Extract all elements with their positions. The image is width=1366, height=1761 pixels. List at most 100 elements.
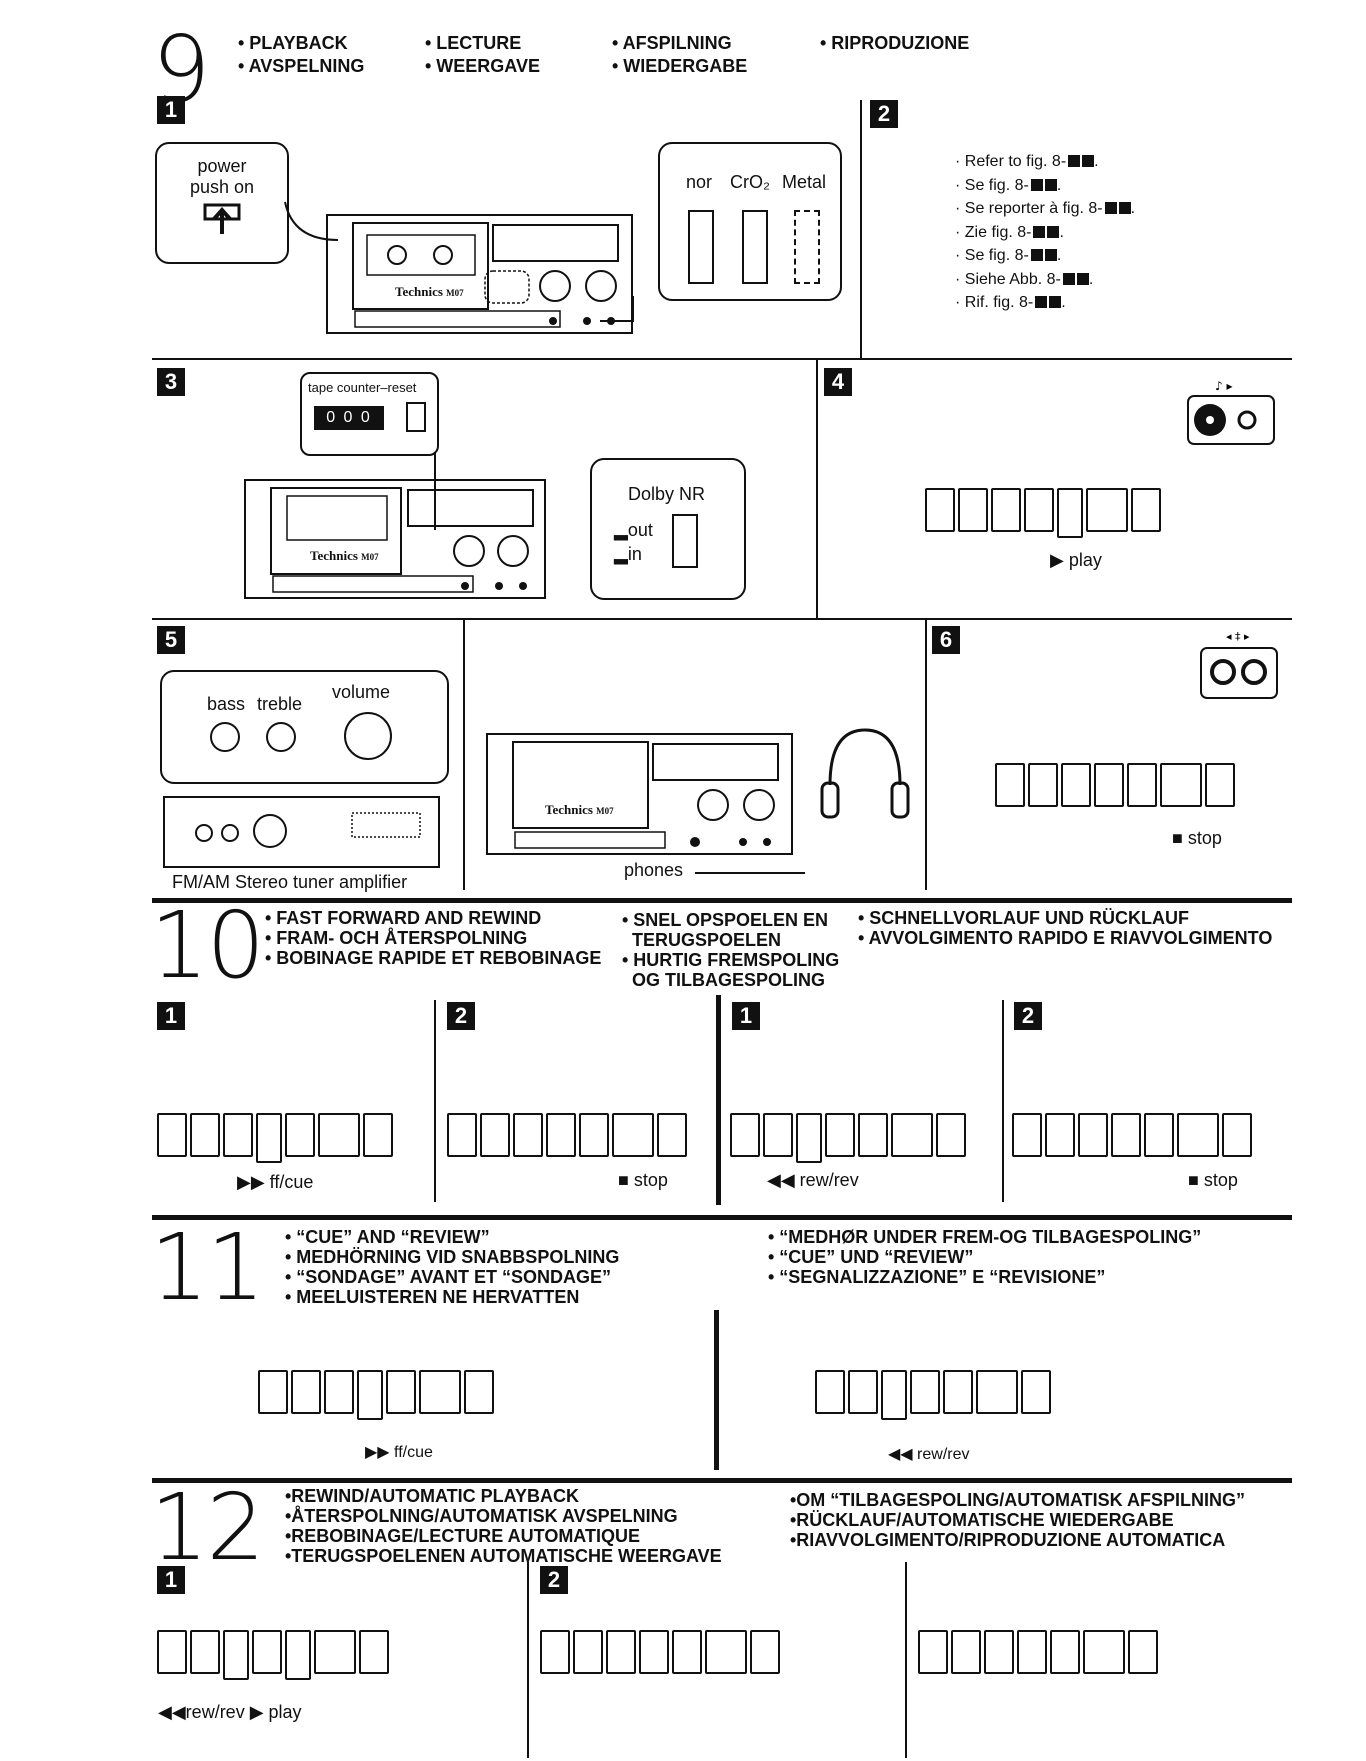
stop-key[interactable] [318, 1113, 360, 1157]
fastforward-key[interactable] [910, 1370, 940, 1414]
rewind-key[interactable] [513, 1113, 543, 1157]
fastforward-key[interactable] [639, 1630, 669, 1674]
pause-key[interactable] [363, 1113, 393, 1157]
record-key[interactable] [480, 1113, 510, 1157]
heading-playback: • PLAYBACK [238, 33, 364, 53]
record-key[interactable] [958, 488, 988, 532]
pause-key[interactable] [359, 1630, 389, 1674]
record-key[interactable] [190, 1630, 220, 1674]
svg-text:♪ ▸: ♪ ▸ [1215, 379, 1233, 393]
sec10-lang-col3: • SCHNELLVORLAUF UND RÜCKLAUF • AVVOLGIM… [858, 908, 1272, 948]
record-key[interactable] [848, 1370, 878, 1414]
stop-key[interactable] [976, 1370, 1018, 1414]
pause-key[interactable] [1131, 488, 1161, 532]
eject-key[interactable] [815, 1370, 845, 1414]
eject-key[interactable] [925, 488, 955, 532]
stop-key[interactable] [705, 1630, 747, 1674]
play-key[interactable] [943, 1370, 973, 1414]
deck-1-brand: Technics M07 [395, 284, 464, 300]
eject-key[interactable] [730, 1113, 760, 1157]
fastforward-key[interactable] [357, 1370, 383, 1420]
eject-key[interactable] [540, 1630, 570, 1674]
stop-key[interactable] [314, 1630, 356, 1674]
rewind-key[interactable] [984, 1630, 1014, 1674]
divider-thick [716, 995, 721, 1205]
rewind-key[interactable] [606, 1630, 636, 1674]
eject-key[interactable] [918, 1630, 948, 1674]
section-rule-thick [152, 1478, 1292, 1483]
fastforward-key[interactable] [825, 1113, 855, 1157]
play-key[interactable] [285, 1630, 311, 1680]
pause-key[interactable] [1128, 1630, 1158, 1674]
transport-keys-cue [258, 1370, 494, 1420]
fastforward-key[interactable] [1017, 1630, 1047, 1674]
fastforward-key[interactable] [256, 1113, 282, 1163]
pause-key[interactable] [750, 1630, 780, 1674]
transport-keys-auto-2 [540, 1630, 780, 1674]
stop-key[interactable] [1083, 1630, 1125, 1674]
pause-key[interactable] [464, 1370, 494, 1414]
play-key[interactable] [579, 1113, 609, 1157]
pause-key[interactable] [1205, 763, 1235, 807]
rewind-key[interactable] [991, 488, 1021, 532]
bass-knob[interactable] [210, 722, 240, 752]
step-1-badge: 1 [157, 96, 185, 124]
tape-cro2-button[interactable] [742, 210, 768, 284]
rewind-key[interactable] [796, 1113, 822, 1163]
stop-key[interactable] [1160, 763, 1202, 807]
counter-reset-button[interactable] [406, 402, 426, 432]
stop-key[interactable] [891, 1113, 933, 1157]
stop-key[interactable] [612, 1113, 654, 1157]
treble-label: treble [257, 694, 302, 715]
rewind-key[interactable] [223, 1630, 249, 1680]
pause-key[interactable] [1021, 1370, 1051, 1414]
play-key[interactable] [285, 1113, 315, 1157]
record-key[interactable] [1028, 763, 1058, 807]
eject-key[interactable] [995, 763, 1025, 807]
play-key[interactable] [1144, 1113, 1174, 1157]
treble-knob[interactable] [266, 722, 296, 752]
sec9-lang-col3: • AFSPILNING • WIEDERGABE [612, 33, 747, 76]
record-key[interactable] [1045, 1113, 1075, 1157]
rewind-key[interactable] [223, 1113, 253, 1157]
fastforward-key[interactable] [1024, 488, 1054, 532]
record-key[interactable] [573, 1630, 603, 1674]
volume-knob[interactable] [344, 712, 392, 760]
fastforward-key[interactable] [1094, 763, 1124, 807]
play-key[interactable] [672, 1630, 702, 1674]
eject-key[interactable] [157, 1113, 187, 1157]
play-key[interactable] [858, 1113, 888, 1157]
record-key[interactable] [291, 1370, 321, 1414]
fastforward-key[interactable] [546, 1113, 576, 1157]
play-key[interactable] [1050, 1630, 1080, 1674]
heading-wiedergabe: • WIEDERGABE [612, 56, 747, 76]
eject-key[interactable] [157, 1630, 187, 1674]
fastforward-key[interactable] [252, 1630, 282, 1674]
dolby-switch[interactable] [672, 514, 698, 568]
eject-key[interactable] [258, 1370, 288, 1414]
record-key[interactable] [190, 1113, 220, 1157]
stop-key[interactable] [1177, 1113, 1219, 1157]
stop-key[interactable] [1086, 488, 1128, 532]
play-key[interactable] [1057, 488, 1083, 538]
step-2-badge: 2 [870, 100, 898, 128]
record-key[interactable] [951, 1630, 981, 1674]
fastforward-key[interactable] [1111, 1113, 1141, 1157]
play-key[interactable] [1127, 763, 1157, 807]
rewind-key[interactable] [1061, 763, 1091, 807]
rewind-key[interactable] [881, 1370, 907, 1420]
record-key[interactable] [763, 1113, 793, 1157]
eject-key[interactable] [1012, 1113, 1042, 1157]
pause-key[interactable] [657, 1113, 687, 1157]
rewind-key[interactable] [324, 1370, 354, 1414]
play-key[interactable] [386, 1370, 416, 1414]
divider [925, 620, 927, 890]
eject-key[interactable] [447, 1113, 477, 1157]
stop-key[interactable] [419, 1370, 461, 1414]
tape-nor-button[interactable] [688, 210, 714, 284]
rewind-key[interactable] [1078, 1113, 1108, 1157]
heading-lecture: • LECTURE [425, 33, 540, 53]
tape-metal-button[interactable] [794, 210, 820, 284]
pause-key[interactable] [1222, 1113, 1252, 1157]
pause-key[interactable] [936, 1113, 966, 1157]
